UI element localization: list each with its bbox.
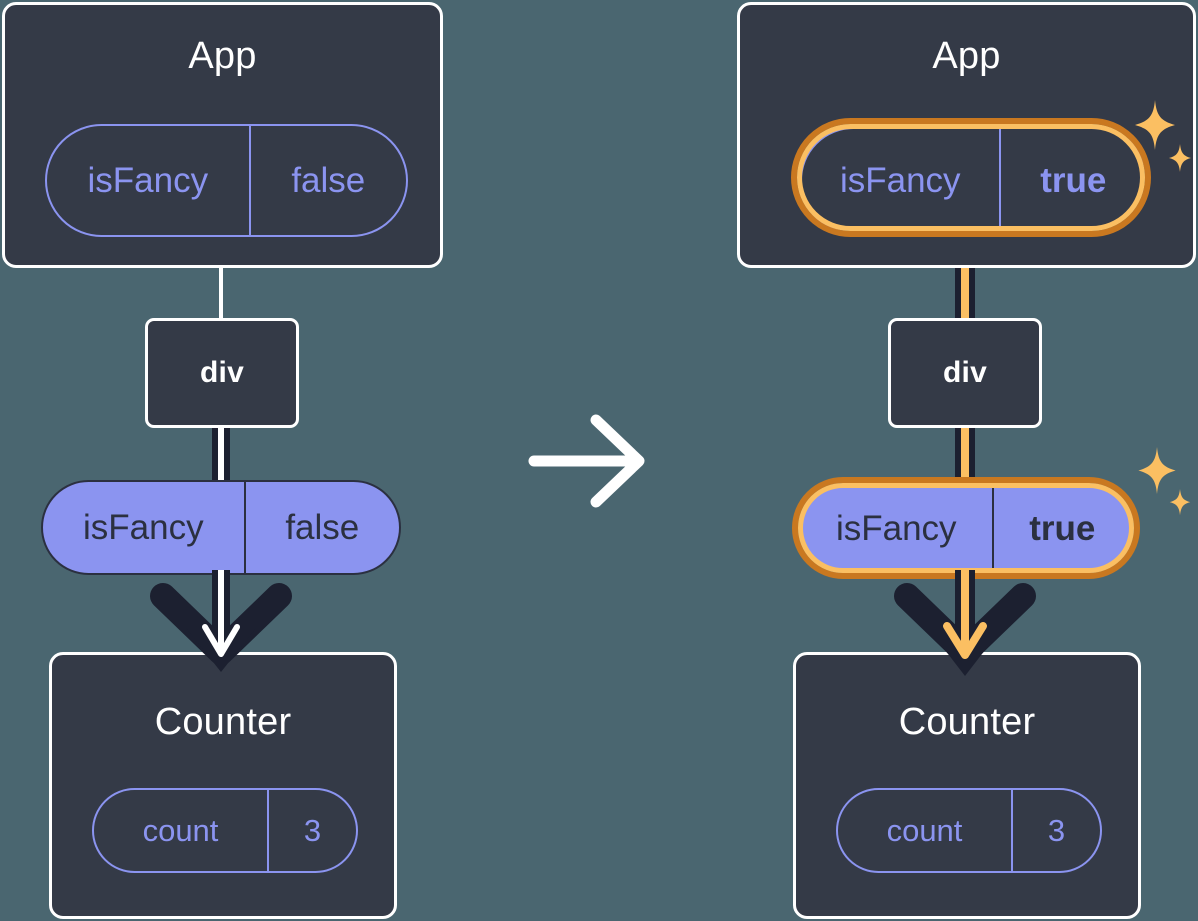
div-node-title: div <box>200 356 244 389</box>
div-node-after[interactable]: div <box>888 318 1042 428</box>
prop-pill-after[interactable]: isFancy true <box>799 483 1133 573</box>
prop-key: isFancy <box>83 508 204 547</box>
state-key: isFancy <box>839 161 961 200</box>
div-node-title: div <box>943 356 987 389</box>
counter-node-title: Counter <box>898 701 1036 743</box>
prop-pill-before[interactable]: isFancy false <box>41 480 401 575</box>
sparkle-icon-prop <box>1138 447 1191 516</box>
counter-state-pill-before[interactable]: count 3 <box>92 788 358 873</box>
app-node-before[interactable]: App isFancy false <box>2 2 443 268</box>
state-key: count <box>142 813 219 848</box>
counter-node-title: Counter <box>154 701 292 743</box>
app-node-title: App <box>932 35 1001 77</box>
prop-value: false <box>243 482 399 573</box>
div-node-before[interactable]: div <box>145 318 299 428</box>
state-value: false <box>248 126 406 235</box>
counter-node-before[interactable]: Counter count 3 <box>49 652 397 919</box>
counter-state-pill-after[interactable]: count 3 <box>836 788 1102 873</box>
state-key: count <box>886 813 963 848</box>
prop-key: isFancy <box>835 508 957 548</box>
counter-node-after[interactable]: Counter count 3 <box>793 652 1141 919</box>
state-value: 3 <box>1011 790 1100 871</box>
prop-value: true <box>991 485 1131 571</box>
app-state-pill-after[interactable]: isFancy true <box>800 127 1148 234</box>
state-key: isFancy <box>87 161 209 200</box>
state-value: 3 <box>267 790 356 871</box>
app-state-pill-before[interactable]: isFancy false <box>45 124 408 237</box>
app-node-after[interactable]: App isFancy true <box>737 2 1196 268</box>
app-node-title: App <box>188 35 257 77</box>
state-value: true <box>998 129 1146 232</box>
